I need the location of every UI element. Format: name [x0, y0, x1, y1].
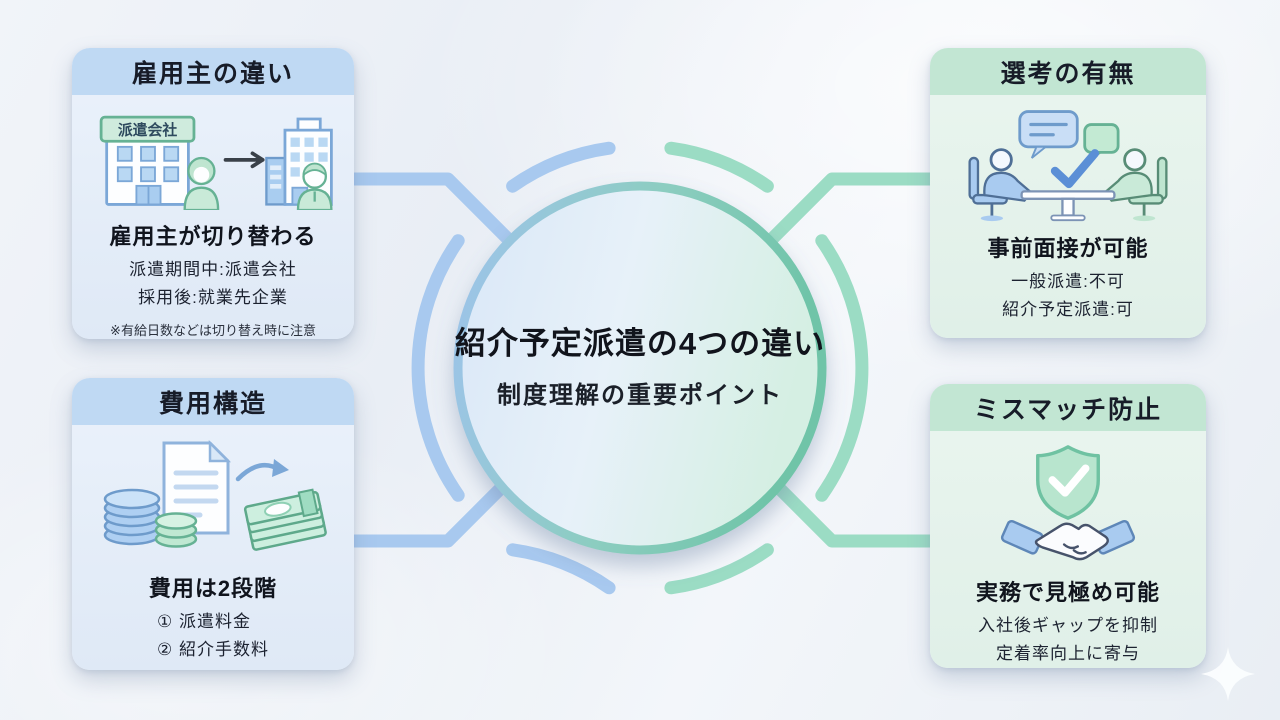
ring-arc-top-right	[664, 141, 774, 193]
interview-check-icon	[948, 105, 1188, 223]
employer-detail-line: 派遣期間中:派遣会社	[129, 260, 297, 279]
card-mismatch-title: ミスマッチ防止	[973, 395, 1163, 424]
company-sign-label: 派遣会社	[118, 121, 178, 139]
employer-detail-line: 採用後:就業先企業	[138, 288, 288, 307]
shield-handshake-icon	[948, 441, 1188, 567]
connector-bottom-left	[343, 470, 519, 548]
mismatch-detail-line: 入社後ギャップを抑制	[978, 616, 1158, 635]
card-cost-header: 費用構造	[72, 378, 354, 425]
mismatch-detail-line: 定着率向上に寄与	[996, 644, 1140, 663]
card-cost-body: 費用は2段階 ① 派遣料金 ② 紹介手数料	[72, 425, 354, 664]
cost-details: ① 派遣料金 ② 紹介手数料	[157, 608, 269, 664]
center-circle	[453, 181, 827, 555]
cost-point: 費用は2段階	[148, 576, 278, 601]
ring-arc-top-left	[506, 141, 616, 193]
card-selection-body: 事前面接が可能 一般派遣:不可 紹介予定派遣:可	[930, 95, 1206, 324]
selection-detail-line: 一般派遣:不可	[1011, 272, 1125, 291]
center-title: 紹介予定派遣の4つの違い	[454, 326, 826, 361]
selection-point: 事前面接が可能	[987, 236, 1149, 261]
employer-note: ※有給日数などは切り替え時に注意	[110, 323, 316, 338]
card-cost: 費用構造	[72, 378, 354, 670]
ring-arc-left	[411, 234, 465, 502]
card-employer: 雇用主の違い 派遣会社	[72, 48, 354, 339]
employer-point: 雇用主が切り替わる	[109, 224, 317, 249]
document-coins-banknotes-icon	[88, 435, 338, 563]
ring-arc-bottom-left	[506, 543, 616, 595]
connector-top-right	[761, 172, 937, 250]
card-mismatch-body: 実務で見極め可能 入社後ギャップを抑制 定着率向上に寄与	[930, 431, 1206, 668]
center-title-group: 紹介予定派遣の4つの違い 制度理解の重要ポイント	[455, 318, 825, 410]
selection-detail-line: 紹介予定派遣:可	[1002, 300, 1134, 319]
mismatch-point: 実務で見極め可能	[975, 580, 1160, 605]
cost-detail-line: ② 紹介手数料	[157, 640, 269, 659]
card-mismatch-header: ミスマッチ防止	[930, 384, 1206, 431]
ring-arc-right	[815, 234, 869, 502]
company-transfer-icon: 派遣会社	[88, 105, 338, 211]
mismatch-details: 入社後ギャップを抑制 定着率向上に寄与	[978, 612, 1158, 668]
center-subtitle: 制度理解の重要ポイント	[497, 382, 783, 409]
sparkle-icon	[1200, 646, 1256, 707]
connector-bottom-right	[761, 470, 937, 548]
outer-ring	[411, 141, 869, 595]
ring-arc-bottom-right	[664, 543, 774, 595]
selection-details: 一般派遣:不可 紹介予定派遣:可	[1002, 268, 1134, 324]
card-mismatch: ミスマッチ防止 実務で見極め可能 入社後ギャッ	[930, 384, 1206, 668]
card-employer-title: 雇用主の違い	[131, 59, 294, 88]
card-employer-body: 派遣会社	[72, 95, 354, 339]
card-cost-title: 費用構造	[158, 389, 267, 418]
employer-details: 派遣期間中:派遣会社 採用後:就業先企業	[129, 256, 297, 312]
card-selection-title: 選考の有無	[1000, 59, 1136, 88]
cost-detail-line: ① 派遣料金	[157, 612, 251, 631]
connector-top-left	[343, 172, 519, 250]
card-selection-header: 選考の有無	[930, 48, 1206, 95]
card-employer-header: 雇用主の違い	[72, 48, 354, 95]
card-selection: 選考の有無	[930, 48, 1206, 338]
